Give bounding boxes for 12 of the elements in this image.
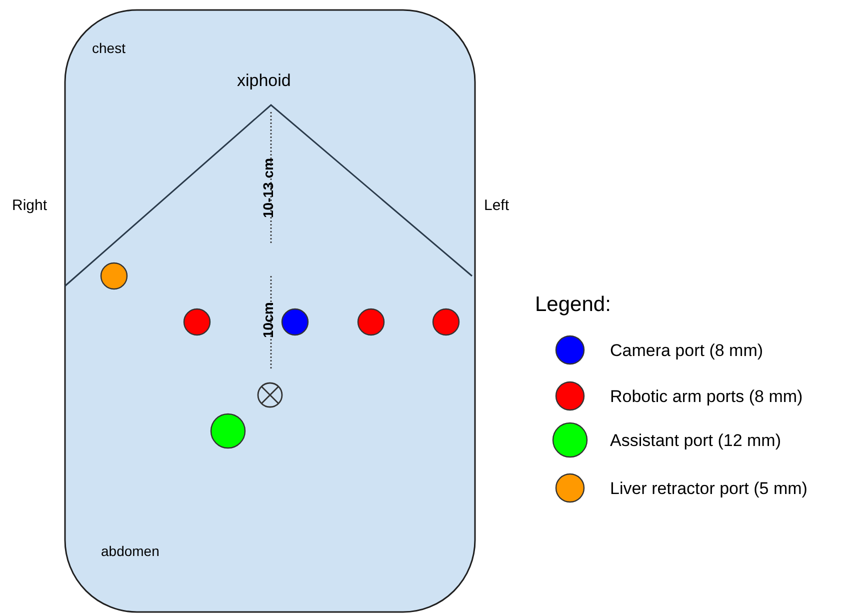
legend-text: Robotic arm ports (8 mm) [610,386,803,408]
legend-text: Assistant port (12 mm) [610,430,781,452]
dimension-label: 10cm [259,302,277,338]
legend-text: Liver retractor port (5 mm) [610,478,808,500]
dimension-label: 10-13 cm [259,158,277,218]
region-label: xiphoid [237,70,291,92]
legend-title: Legend: [535,292,611,318]
region-label: Left [484,196,510,216]
region-label: abdomen [101,542,160,561]
region-label: Right [12,196,48,216]
legend-text: Camera port (8 mm) [610,340,764,362]
region-label: chest [92,39,126,58]
